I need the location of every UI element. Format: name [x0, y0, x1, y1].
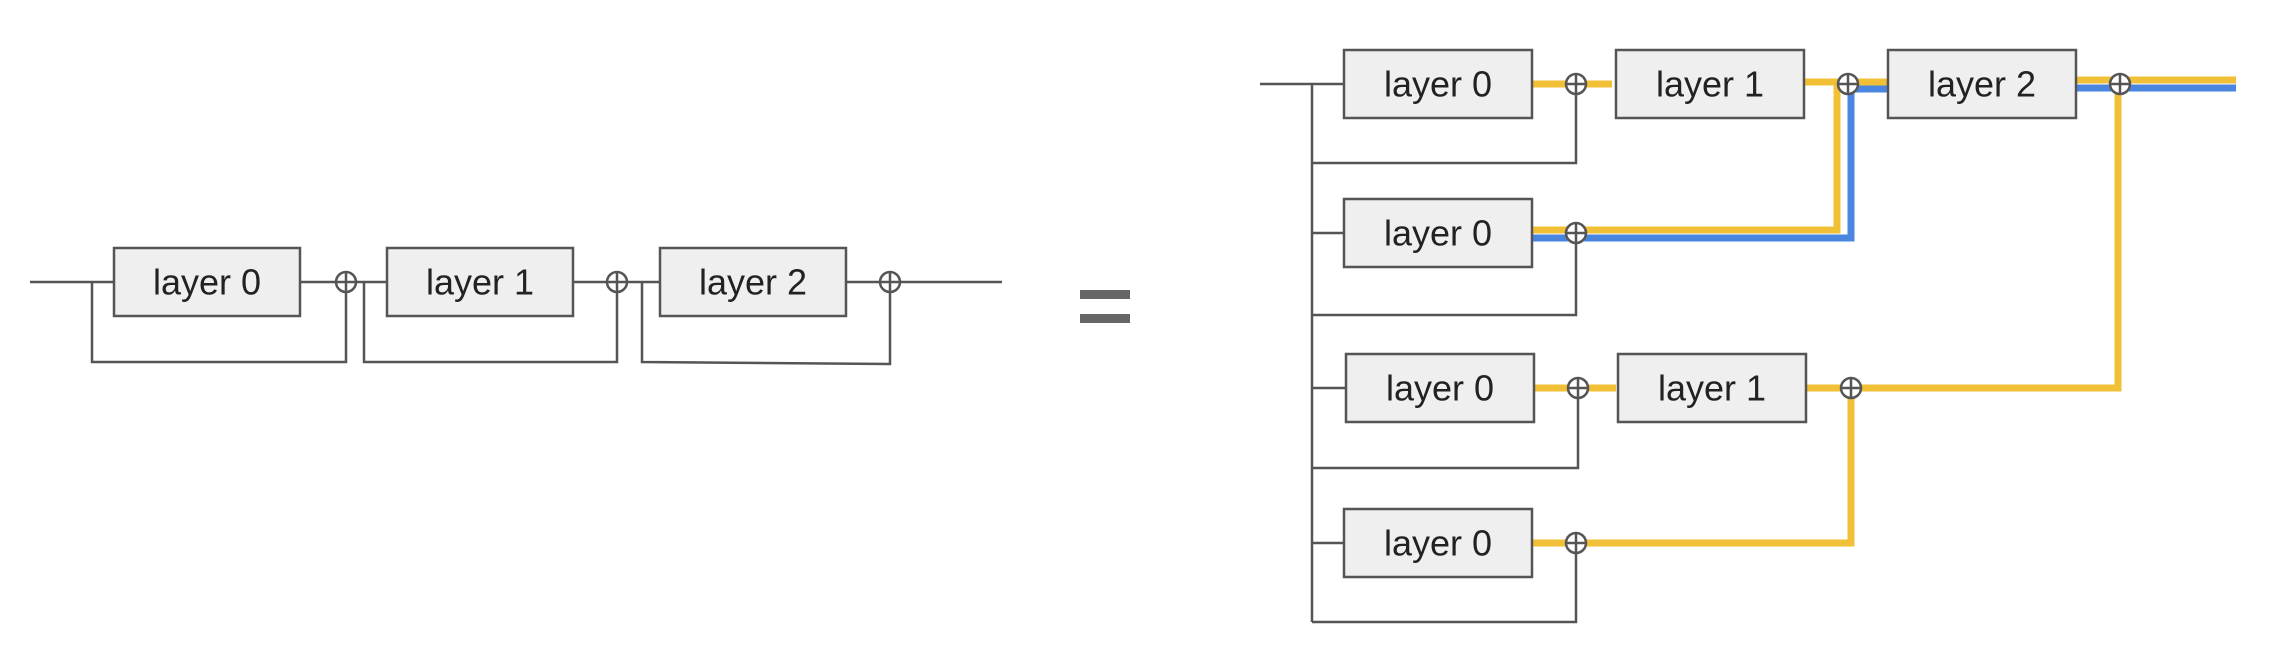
layer-block: layer 2: [1886, 48, 2078, 120]
skip-connection: [1312, 553, 1578, 624]
layer-label: layer 1: [426, 262, 534, 303]
right-wires: [1260, 82, 1580, 624]
skip-connection: [90, 282, 348, 364]
adder-icon: [334, 270, 358, 294]
residual-network-diagram: layer 0 layer 1 layer 2: [30, 246, 1002, 366]
layer-block: layer 2: [658, 246, 848, 318]
adder-icon: [1836, 72, 1860, 96]
layer-block: layer 1: [1614, 48, 1806, 120]
layer-block: layer 0: [1342, 48, 1534, 120]
skip-connection: [1312, 398, 1580, 470]
adder-icon: [1839, 376, 1863, 400]
layer-block: layer 0: [112, 246, 302, 318]
equals-sign: [1080, 290, 1130, 323]
layer-label: layer 0: [1386, 368, 1494, 409]
layer-label: layer 0: [1384, 64, 1492, 105]
left-wires: [30, 280, 1002, 366]
layer-label: layer 1: [1656, 64, 1764, 105]
skip-connection: [362, 282, 619, 364]
highlighted-path-blue: [1532, 84, 2236, 242]
adder-icon: [878, 270, 902, 294]
adder-icon: [1566, 376, 1590, 400]
skip-connection: [1312, 92, 1578, 165]
skip-connection: [640, 282, 892, 366]
layer-label: layer 0: [1384, 523, 1492, 564]
layer-block: layer 1: [385, 246, 575, 318]
layer-label: layer 2: [1928, 64, 2036, 105]
layer-block: layer 0: [1342, 507, 1534, 579]
adder-icon: [1564, 531, 1588, 555]
adder-icon: [2108, 72, 2132, 96]
unrolled-paths-diagram: layer 0 layer 1 layer 2 layer 0 layer 0 …: [1260, 48, 2236, 624]
layer-label: layer 0: [153, 262, 261, 303]
layer-label: layer 0: [1384, 213, 1492, 254]
layer-label: layer 2: [699, 262, 807, 303]
layer-block: layer 1: [1616, 352, 1808, 424]
adder-icon: [605, 270, 629, 294]
layer-block: layer 0: [1344, 352, 1536, 424]
highlighted-path-yellow: [1532, 76, 2236, 547]
adder-icon: [1564, 221, 1588, 245]
skip-connection: [1312, 243, 1578, 317]
layer-block: layer 0: [1342, 197, 1534, 269]
layer-label: layer 1: [1658, 368, 1766, 409]
adder-icon: [1564, 72, 1588, 96]
